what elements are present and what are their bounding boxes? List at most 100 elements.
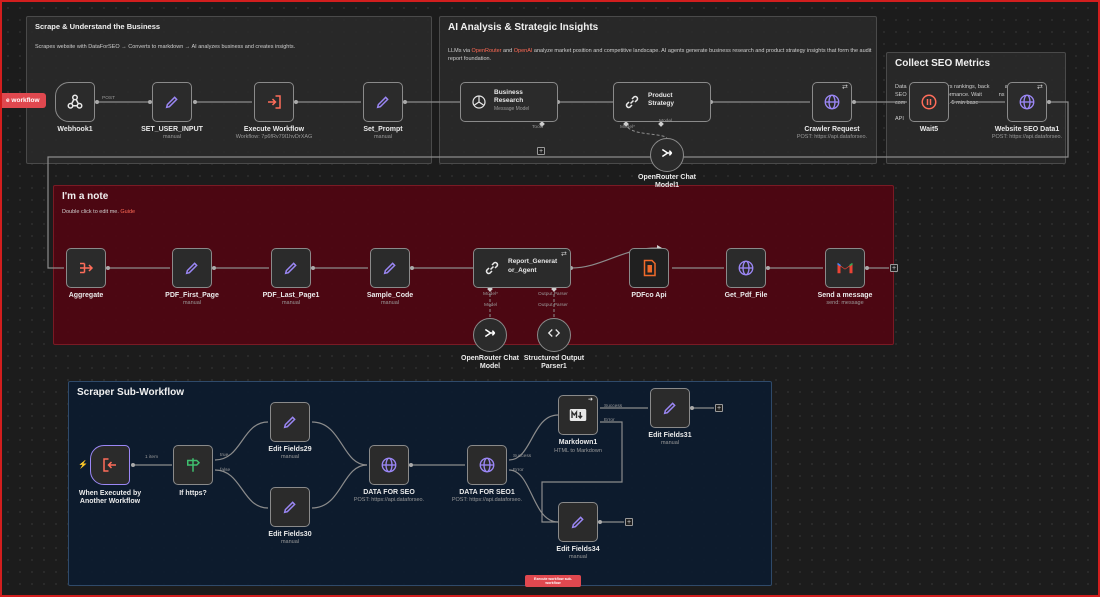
add-node-button[interactable]: + bbox=[625, 518, 633, 526]
edit-fields30-node[interactable] bbox=[270, 487, 310, 527]
node-label: If https? bbox=[179, 490, 207, 497]
gmail-icon bbox=[836, 261, 854, 275]
edit-fields34-node[interactable] bbox=[558, 502, 598, 542]
node-subtitle: POST: https://api.dataforseo. bbox=[451, 497, 523, 503]
openrouter-chat-model1-node[interactable] bbox=[650, 138, 684, 172]
port bbox=[766, 266, 770, 270]
add-node-button[interactable]: + bbox=[890, 264, 898, 272]
when-executed-node[interactable] bbox=[90, 445, 130, 485]
data-for-seo1-node[interactable] bbox=[467, 445, 507, 485]
pencil-icon bbox=[570, 514, 586, 530]
pencil-icon bbox=[184, 260, 200, 276]
port bbox=[95, 100, 99, 104]
wire bbox=[508, 414, 559, 461]
product-strategy-node[interactable] bbox=[613, 82, 711, 122]
add-tool-button[interactable]: + bbox=[537, 147, 545, 155]
refresh-icon: ⇄ bbox=[842, 84, 848, 91]
add-node-button[interactable]: + bbox=[715, 404, 723, 412]
set-prompt-node[interactable] bbox=[363, 82, 403, 122]
node-subtitle: HTML to Markdown bbox=[554, 448, 602, 454]
website-seo-data-node[interactable] bbox=[1007, 82, 1047, 122]
business-research-node[interactable] bbox=[460, 82, 558, 122]
port bbox=[409, 463, 413, 467]
markdown1-node[interactable] bbox=[558, 395, 598, 435]
text-fragment: analyze market position and competitive … bbox=[448, 48, 872, 62]
port bbox=[106, 266, 110, 270]
port bbox=[403, 100, 407, 104]
wire bbox=[214, 469, 269, 509]
report-generator-agent-node[interactable] bbox=[473, 248, 571, 288]
workflow-trigger-tag[interactable]: e workflow bbox=[2, 93, 46, 108]
globe-icon bbox=[1018, 93, 1036, 111]
globe-icon bbox=[478, 456, 496, 474]
node-label: Markdown1 bbox=[558, 439, 598, 446]
enter-icon bbox=[101, 456, 119, 474]
crawler-request-node[interactable] bbox=[812, 82, 852, 122]
data-for-seo-node[interactable] bbox=[369, 445, 409, 485]
link-icon bbox=[483, 259, 501, 277]
port bbox=[410, 266, 414, 270]
sub-port bbox=[623, 121, 629, 127]
pencil-icon bbox=[375, 94, 391, 110]
webhook-node[interactable] bbox=[55, 82, 95, 122]
aggregate-node[interactable] bbox=[66, 248, 106, 288]
port-label: Tools bbox=[532, 125, 544, 130]
if-https-node[interactable] bbox=[173, 445, 213, 485]
execute-subworkflow-tag[interactable]: Execute workflow sub-workflow bbox=[525, 575, 581, 587]
port-label: Model* bbox=[483, 292, 498, 297]
node-label: OpenRouter Chat bbox=[638, 174, 696, 181]
node-subtitle: manual bbox=[281, 300, 301, 306]
pencil-icon bbox=[282, 499, 298, 515]
pdfco-api-node[interactable] bbox=[629, 248, 669, 288]
link-icon bbox=[623, 93, 641, 111]
node-label: Parser1 bbox=[541, 363, 567, 370]
guide-link[interactable]: Guide bbox=[120, 209, 136, 215]
send-message-node[interactable] bbox=[825, 248, 865, 288]
connection-label: Error bbox=[604, 418, 615, 423]
connection-label: 1 item bbox=[145, 455, 159, 460]
port bbox=[193, 100, 197, 104]
node-label: Webhook1 bbox=[57, 126, 93, 133]
node-label: Edit Fields34 bbox=[556, 546, 600, 553]
pencil-icon bbox=[282, 414, 298, 430]
connection-label: Success bbox=[513, 454, 532, 459]
node-label: Model bbox=[479, 363, 501, 370]
structured-output-parser-node[interactable] bbox=[537, 318, 571, 352]
wire bbox=[541, 421, 623, 523]
port bbox=[865, 266, 869, 270]
node-label: SET_USER_INPUT bbox=[141, 126, 203, 133]
node-label: Execute Workflow bbox=[243, 126, 305, 133]
node-label: Wait5 bbox=[919, 126, 939, 133]
connection-label: Error bbox=[513, 468, 524, 473]
node-label: Business bbox=[494, 89, 523, 96]
pencil-icon bbox=[283, 260, 299, 276]
sample-code-node[interactable] bbox=[370, 248, 410, 288]
node-label: PDF_First_Page bbox=[165, 292, 219, 299]
node-label: DATA FOR SEO1 bbox=[459, 489, 515, 496]
signpost-icon bbox=[184, 456, 202, 474]
webhook-icon bbox=[66, 93, 84, 111]
sub-port bbox=[539, 121, 545, 127]
openrouter-highlight: OpenRouter bbox=[471, 48, 502, 54]
set-user-input-node[interactable] bbox=[152, 82, 192, 122]
wait5-node[interactable] bbox=[909, 82, 949, 122]
pdf-first-page-node[interactable] bbox=[172, 248, 212, 288]
execute-workflow-node[interactable] bbox=[254, 82, 294, 122]
connection-label: Success bbox=[604, 404, 623, 409]
wire bbox=[508, 469, 559, 523]
openrouter-chat-model-node[interactable] bbox=[473, 318, 507, 352]
node-subtitle: manual bbox=[162, 134, 182, 140]
node-label: Website SEO Data1 bbox=[994, 126, 1060, 133]
wire bbox=[47, 101, 1069, 269]
edit-fields29-node[interactable] bbox=[270, 402, 310, 442]
connection-label: POST bbox=[102, 96, 116, 101]
node-label: Get_Pdf_File bbox=[724, 292, 768, 299]
get-pdf-file-node[interactable] bbox=[726, 248, 766, 288]
node-subtitle: send: message bbox=[826, 300, 864, 306]
edit-fields31-node[interactable] bbox=[650, 388, 690, 428]
pdf-last-page-node[interactable] bbox=[271, 248, 311, 288]
node-subtitle: POST: https://api.dataforseo. bbox=[991, 134, 1063, 140]
sticky-title: Collect SEO Metrics bbox=[895, 58, 991, 69]
